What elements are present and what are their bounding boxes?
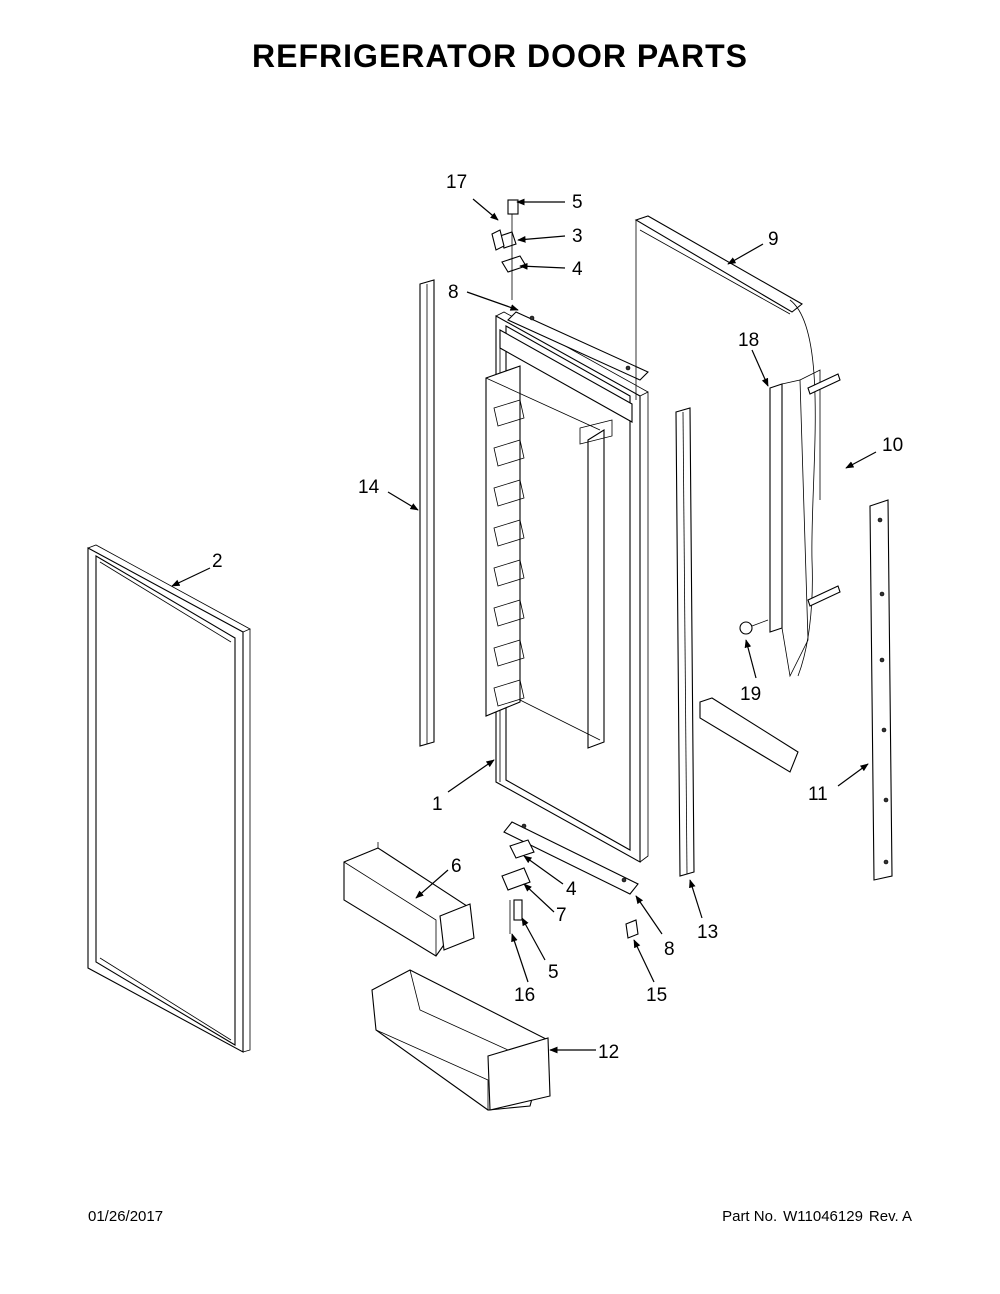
callout-12: 12 <box>598 1042 619 1063</box>
callout-5-bottom: 5 <box>548 962 559 983</box>
part-14-gasket-strip <box>419 279 435 747</box>
callout-15: 15 <box>646 985 667 1006</box>
callout-8-top: 8 <box>448 282 459 303</box>
callout-16: 16 <box>514 985 535 1006</box>
footer-part-number: Part No. W11046129 Rev. A <box>716 1208 912 1225</box>
part-10-hinge-cover <box>799 369 821 500</box>
callout-3: 3 <box>572 226 583 247</box>
callout-13: 13 <box>697 922 718 943</box>
callout-9: 9 <box>768 229 779 250</box>
shelf-brackets <box>493 399 525 707</box>
callout-11: 11 <box>808 784 828 805</box>
diagram-title: REFRIGERATOR DOOR PARTS <box>252 38 748 74</box>
hinge-screws <box>807 373 841 607</box>
callout-7: 7 <box>556 905 567 926</box>
callout-6: 6 <box>451 856 462 877</box>
part-11-side-trim <box>869 499 893 881</box>
part-9-top-trim <box>634 215 803 400</box>
part-13-gasket-strip <box>675 407 695 877</box>
callout-labels: 17 5 3 4 8 9 18 10 14 2 19 1 11 6 4 7 8 … <box>212 172 903 1063</box>
callout-10: 10 <box>882 435 903 456</box>
part-number-label: Part No. <box>722 1208 778 1225</box>
revision-label: Rev. A <box>868 1208 912 1225</box>
callout-2: 2 <box>212 551 223 572</box>
top-hinge-hardware <box>491 199 527 300</box>
callout-8-bottom: 8 <box>664 939 675 960</box>
callout-14: 14 <box>358 477 380 498</box>
part-2-door-panel <box>87 544 251 1053</box>
callout-4-top: 4 <box>572 259 583 280</box>
callout-17: 17 <box>446 172 467 193</box>
part-18-hinge-plate <box>769 299 816 678</box>
callout-19: 19 <box>740 684 761 705</box>
part-19-screw <box>739 619 769 635</box>
lower-trim <box>699 697 799 773</box>
part-1-door-liner <box>485 311 649 863</box>
callout-18: 18 <box>738 330 759 351</box>
footer-date: 01/26/2017 <box>88 1208 164 1225</box>
part-number-value: W11046129 <box>783 1208 863 1225</box>
leader-lines <box>171 198 877 1054</box>
callout-1: 1 <box>432 794 443 815</box>
part-12-large-door-bin <box>371 969 551 1111</box>
part-6-small-door-bin <box>343 842 475 957</box>
callout-4-bottom: 4 <box>566 879 577 900</box>
bottom-hinge-hardware <box>501 839 639 939</box>
part-8-top-hinge-bracket <box>507 311 649 381</box>
part-8-bottom-hinge-bracket <box>503 821 639 895</box>
callout-5-top: 5 <box>572 192 583 213</box>
